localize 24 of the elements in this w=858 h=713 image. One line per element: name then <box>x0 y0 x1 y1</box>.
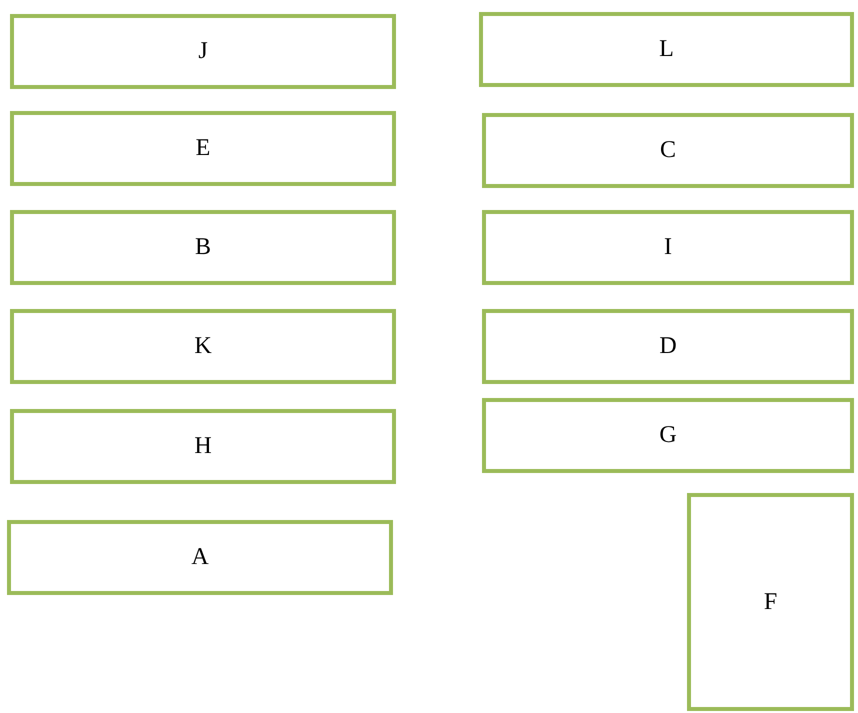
box-label: I <box>664 234 672 261</box>
text-box <box>479 12 854 87</box>
box-label: E <box>196 135 210 162</box>
text-box <box>10 14 396 89</box>
text-box <box>687 493 854 711</box>
text-box <box>10 409 396 484</box>
box-label: H <box>194 433 212 460</box>
box-label: B <box>194 234 211 261</box>
text-box <box>7 520 393 595</box>
box-label: K <box>194 333 212 360</box>
text-box <box>482 398 854 473</box>
text-box <box>482 113 854 188</box>
box-label: J <box>198 38 208 65</box>
box-label: F <box>764 588 778 616</box>
text-box <box>10 111 396 186</box>
box-label: C <box>660 137 676 164</box>
text-box <box>482 210 854 285</box>
box-label: D <box>659 333 677 360</box>
box-label: A <box>191 544 209 571</box>
text-box <box>10 309 396 384</box>
box-label: L <box>659 36 674 63</box>
text-box <box>482 309 854 384</box>
box-label: G <box>659 422 677 449</box>
text-box <box>10 210 396 285</box>
